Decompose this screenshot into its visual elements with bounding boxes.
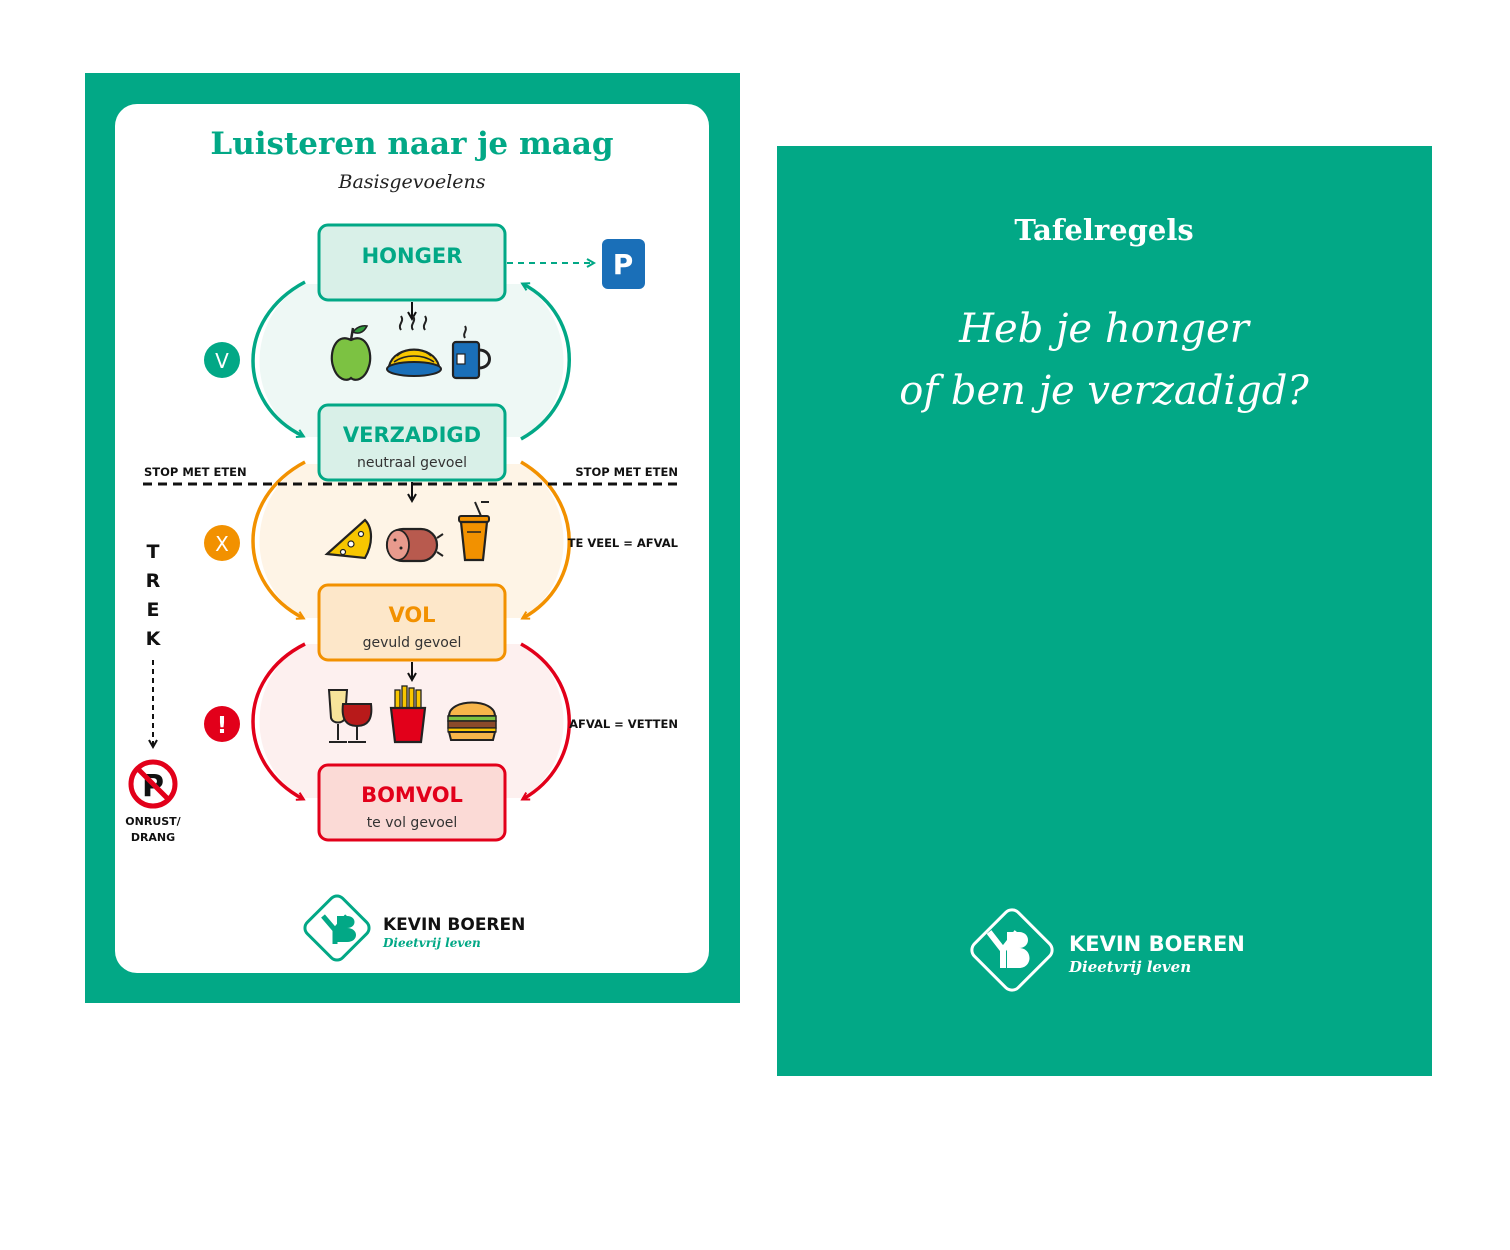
question-line-2: of ben je verzadigd?	[899, 368, 1309, 414]
check-marker: V	[204, 342, 240, 378]
poster-title: Luisteren naar je maag	[210, 126, 613, 162]
state-verzadigd: VERZADIGD neutraal gevoel	[317, 403, 507, 482]
arrow-green-right	[520, 284, 571, 441]
trek-r: R	[146, 570, 161, 592]
poster-inner: Luisteren naar je maag Basisgevoelens HO…	[115, 104, 709, 973]
arrow-orange-left	[251, 460, 306, 618]
logo-right-tagline: Dieetvrij leven	[1068, 958, 1191, 976]
state-bomvol-label: BOMVOL	[361, 783, 463, 807]
warning-marker-label: !	[217, 713, 228, 739]
logo-left-tagline: Dieetvrij leven	[382, 936, 481, 950]
state-verzadigd-sub: neutraal gevoel	[357, 455, 467, 471]
arrow-orange-right	[520, 460, 571, 618]
drinks-glasses-icon	[327, 689, 373, 743]
state-honger: HONGER	[317, 223, 507, 302]
state-verzadigd-label: VERZADIGD	[343, 423, 481, 447]
note-too-much: TE VEEL = AFVAL	[568, 536, 679, 550]
apple-icon	[330, 324, 372, 381]
cheese-icon	[324, 518, 373, 560]
onrust-line2: DRANG	[131, 831, 175, 844]
poster-subtitle: Basisgevoelens	[338, 171, 486, 193]
state-bomvol: BOMVOL te vol gevoel	[317, 763, 507, 842]
state-vol: VOL gevuld gevoel	[317, 583, 507, 662]
hunger-diagram: Luisteren naar je maag Basisgevoelens HO…	[125, 126, 681, 962]
cross-marker: X	[204, 525, 240, 561]
burger-icon	[447, 701, 497, 741]
stop-label-right: STOP MET ETEN	[575, 465, 678, 479]
logo-right: KEVIN BOEREN Dieetvrij leven	[970, 908, 1245, 992]
arrow-red-right	[520, 642, 571, 799]
question-line-1: Heb je honger	[958, 306, 1252, 352]
sausage-icon	[385, 527, 444, 563]
trek-e: E	[147, 599, 160, 621]
table-rules-title: Tafelregels	[1014, 213, 1193, 247]
state-honger-label: HONGER	[362, 244, 463, 268]
arrow-green-left	[251, 280, 306, 436]
poster-card: Luisteren naar je maag Basisgevoelens HO…	[85, 73, 740, 1003]
stop-label-left: STOP MET ETEN	[144, 465, 247, 479]
warning-marker: !	[204, 706, 240, 742]
parking-icon	[602, 239, 645, 289]
parking-sign: P	[602, 239, 645, 289]
state-vol-sub: gevuld gevoel	[363, 635, 462, 651]
logo-left: KEVIN BOEREN Dieetvrij leven	[303, 894, 525, 962]
arrow-red-left	[251, 642, 306, 799]
fries-icon	[389, 685, 427, 744]
onrust-line1: ONRUST/	[125, 815, 181, 828]
soda-cup-icon	[458, 501, 490, 562]
check-marker-label: V	[215, 349, 229, 373]
hot-drink-icon	[451, 325, 491, 380]
no-parking-icon: P	[128, 759, 178, 809]
trek-k: K	[146, 628, 162, 650]
state-bomvol-sub: te vol gevoel	[367, 815, 458, 831]
trek-t: T	[147, 541, 160, 563]
state-vol-label: VOL	[388, 603, 435, 627]
logo-left-name: KEVIN BOEREN	[383, 915, 525, 935]
logo-right-mark	[970, 908, 1054, 992]
note-fat: AFVAL = VETTEN	[569, 717, 678, 731]
table-rules-card: Tafelregels Heb je honger of ben je verz…	[777, 146, 1432, 1076]
parking-label: P	[613, 248, 634, 281]
spaghetti-icon	[386, 315, 442, 377]
logo-right-name: KEVIN BOEREN	[1069, 932, 1245, 956]
cross-marker-label: X	[215, 532, 229, 556]
table-rules-graphic: Tafelregels Heb je honger of ben je verz…	[899, 213, 1309, 992]
